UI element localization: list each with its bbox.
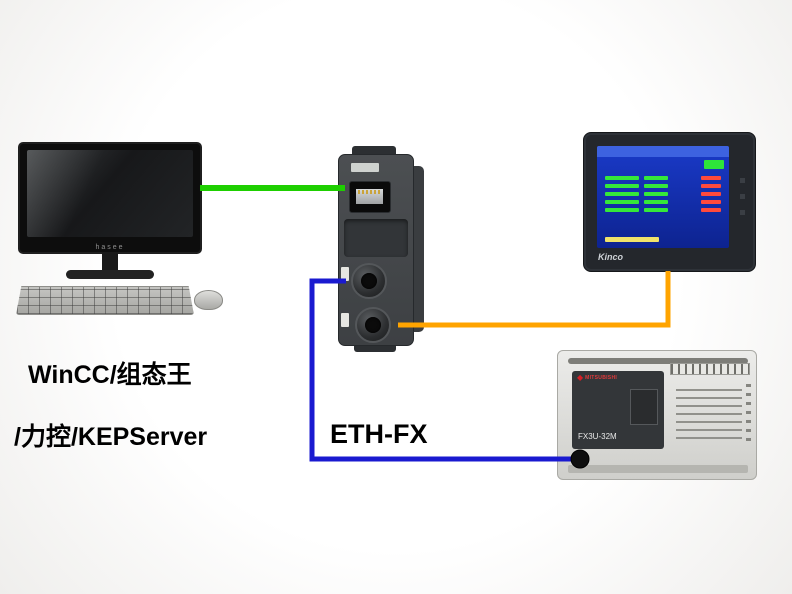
hmi-screen-cell bbox=[644, 200, 668, 204]
hmi-screen-table bbox=[597, 172, 729, 212]
mouse bbox=[194, 290, 223, 310]
hmi-serial-wire bbox=[398, 271, 671, 328]
hmi-screen-cell bbox=[605, 184, 639, 188]
hmi-screen-cell bbox=[701, 176, 721, 180]
hmi-screen-cell bbox=[605, 200, 639, 204]
hmi-screen-footer-bar bbox=[605, 237, 659, 242]
hmi-screen-status-box bbox=[704, 160, 724, 169]
plc-logo-row: ◆ MITSUBISHI bbox=[577, 374, 617, 382]
hmi-screen-cell bbox=[701, 192, 721, 196]
monitor-brand-label: hasee bbox=[95, 244, 125, 251]
plc-vent-grid bbox=[676, 383, 742, 439]
hmi-screen-cell bbox=[605, 208, 639, 212]
ethernet-port bbox=[349, 181, 391, 213]
plc-panel-window bbox=[630, 389, 658, 425]
module-body bbox=[338, 154, 414, 346]
hmi-screen-row bbox=[605, 184, 721, 188]
pc-workstation: hasee bbox=[14, 140, 226, 318]
mitsubishi-logo-icon: ◆ bbox=[577, 373, 584, 382]
plc-bottom-terminal-cover bbox=[568, 465, 748, 473]
hmi-screen bbox=[597, 146, 729, 248]
eth-fx-module bbox=[338, 146, 428, 354]
hmi-screen-titlebar bbox=[597, 146, 729, 157]
hmi-screen-cell bbox=[701, 208, 721, 212]
screen-glare bbox=[27, 150, 193, 237]
plc-front-panel: ◆ MITSUBISHI FX3U-32M bbox=[572, 371, 664, 449]
serial-port-1-label bbox=[341, 267, 349, 281]
hmi-screen-cell bbox=[701, 184, 721, 188]
monitor-screen bbox=[27, 150, 193, 237]
plc-top-slot bbox=[568, 358, 748, 364]
plc-model-label: FX3U-32M bbox=[578, 432, 617, 441]
plc-screw-holes bbox=[746, 379, 751, 441]
module-groove bbox=[344, 219, 408, 257]
hmi-side-buttons bbox=[740, 167, 745, 215]
plc-terminal-strip bbox=[670, 363, 750, 375]
plc-brand-label: MITSUBISHI bbox=[585, 375, 618, 381]
module-caption: ETH-FX bbox=[330, 419, 428, 449]
monitor: hasee bbox=[18, 142, 202, 254]
pc-software-label-line2: /力控/KEPServer bbox=[14, 423, 208, 451]
ethernet-port-pins bbox=[358, 190, 381, 194]
hmi-screen-row bbox=[605, 200, 721, 204]
hmi-screen-cell bbox=[644, 208, 668, 212]
hmi-screen-cell bbox=[701, 200, 721, 204]
hmi-screen-row bbox=[605, 192, 721, 196]
serial-port-2-label bbox=[341, 313, 349, 327]
serial-port-2 bbox=[355, 307, 391, 343]
hmi-screen-cell bbox=[605, 176, 639, 180]
monitor-stand-base bbox=[66, 270, 154, 279]
hmi-screen-cell bbox=[644, 184, 668, 188]
hmi-panel: Kinco bbox=[583, 132, 756, 272]
module-name-plate bbox=[351, 163, 379, 172]
serial-port-1 bbox=[351, 263, 387, 299]
monitor-stand-neck bbox=[102, 252, 118, 272]
keyboard bbox=[16, 286, 194, 315]
hmi-screen-cell bbox=[605, 192, 639, 196]
plc-unit: ◆ MITSUBISHI FX3U-32M bbox=[557, 350, 757, 480]
hmi-screen-row bbox=[605, 208, 721, 212]
hmi-screen-cell bbox=[644, 192, 668, 196]
hmi-brand-label: Kinco bbox=[598, 252, 624, 262]
pc-software-label-line1: WinCC/组态王 bbox=[28, 361, 192, 389]
hmi-screen-row bbox=[605, 176, 721, 180]
hmi-screen-cell bbox=[644, 176, 668, 180]
